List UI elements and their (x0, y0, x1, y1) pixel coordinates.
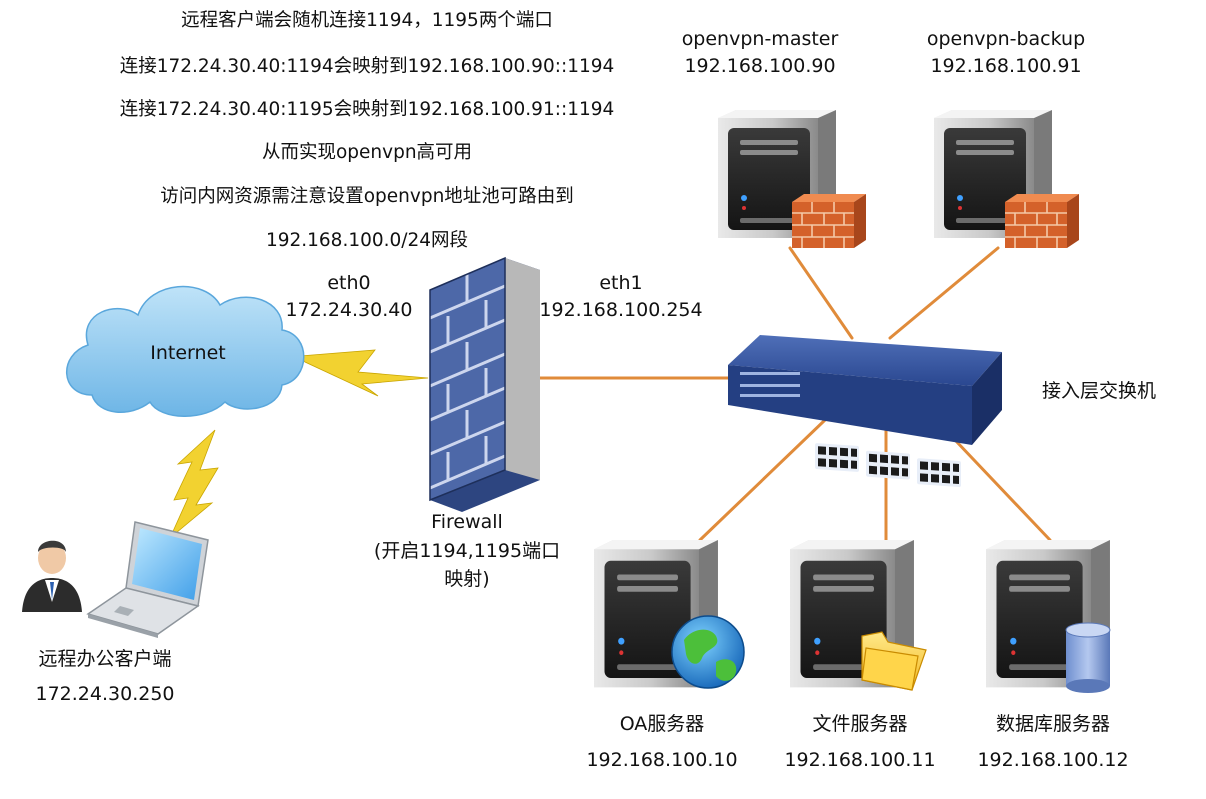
server-file-name: 文件服务器 (812, 713, 908, 735)
user-icon (22, 540, 82, 612)
note-line-4: 从而实现openvpn高可用 (261, 142, 473, 163)
link-switch-db (953, 438, 1052, 542)
firewall-brick-icon (1004, 193, 1080, 249)
note-line-1: 远程客户端会随机连接1194，1195两个端口 (181, 10, 553, 31)
folder-icon (861, 631, 927, 691)
firewall-brick-icon (791, 193, 867, 249)
server-master-name: openvpn-master (681, 28, 839, 50)
note-line-6: 192.168.100.0/24网段 (265, 230, 469, 251)
link-switch-oa (698, 418, 827, 542)
eth1-ip: 192.168.100.254 (539, 299, 703, 321)
server-oa-ip: 192.168.100.10 (586, 749, 738, 771)
eth1-name: eth1 (599, 272, 643, 294)
switch-label: 接入层交换机 (1041, 380, 1157, 402)
server-oa-name: OA服务器 (619, 713, 705, 735)
database-icon (1065, 622, 1111, 693)
link-master-switch (788, 246, 854, 340)
client-ip: 172.24.30.250 (35, 683, 175, 705)
server-backup-ip: 192.168.100.91 (930, 55, 1082, 77)
eth0-name: eth0 (327, 272, 371, 294)
note-line-5: 访问内网资源需注意设置openvpn地址池可路由到 (160, 186, 574, 207)
server-file-ip: 192.168.100.11 (784, 749, 936, 771)
note-line-3: 连接172.24.30.40:1195会映射到192.168.100.91::1… (119, 99, 615, 120)
eth0-ip: 172.24.30.40 (285, 299, 413, 321)
laptop-icon (86, 521, 209, 638)
globe-icon (671, 615, 745, 689)
link-backup-switch (888, 246, 1000, 340)
server-backup-name: openvpn-backup (926, 28, 1086, 50)
server-db-name: 数据库服务器 (995, 713, 1111, 735)
internet-label: Internet (150, 342, 226, 364)
firewall-label: Firewall (431, 511, 503, 533)
firewall-label-ports: (开启1194,1195端口 (373, 540, 561, 562)
network-links (538, 246, 1052, 552)
lightning-client-internet (169, 429, 219, 539)
client-name: 远程办公客户端 (38, 648, 172, 670)
internet-cloud (65, 285, 305, 417)
firewall-icon (429, 256, 540, 512)
server-master-ip: 192.168.100.90 (684, 55, 836, 77)
lightning-internet-firewall (299, 349, 429, 397)
server-db-ip: 192.168.100.12 (977, 749, 1129, 771)
switch-icon (728, 335, 1002, 488)
note-line-2: 连接172.24.30.40:1194会映射到192.168.100.90::1… (119, 56, 615, 77)
firewall-label-mapping: 映射) (444, 568, 490, 590)
